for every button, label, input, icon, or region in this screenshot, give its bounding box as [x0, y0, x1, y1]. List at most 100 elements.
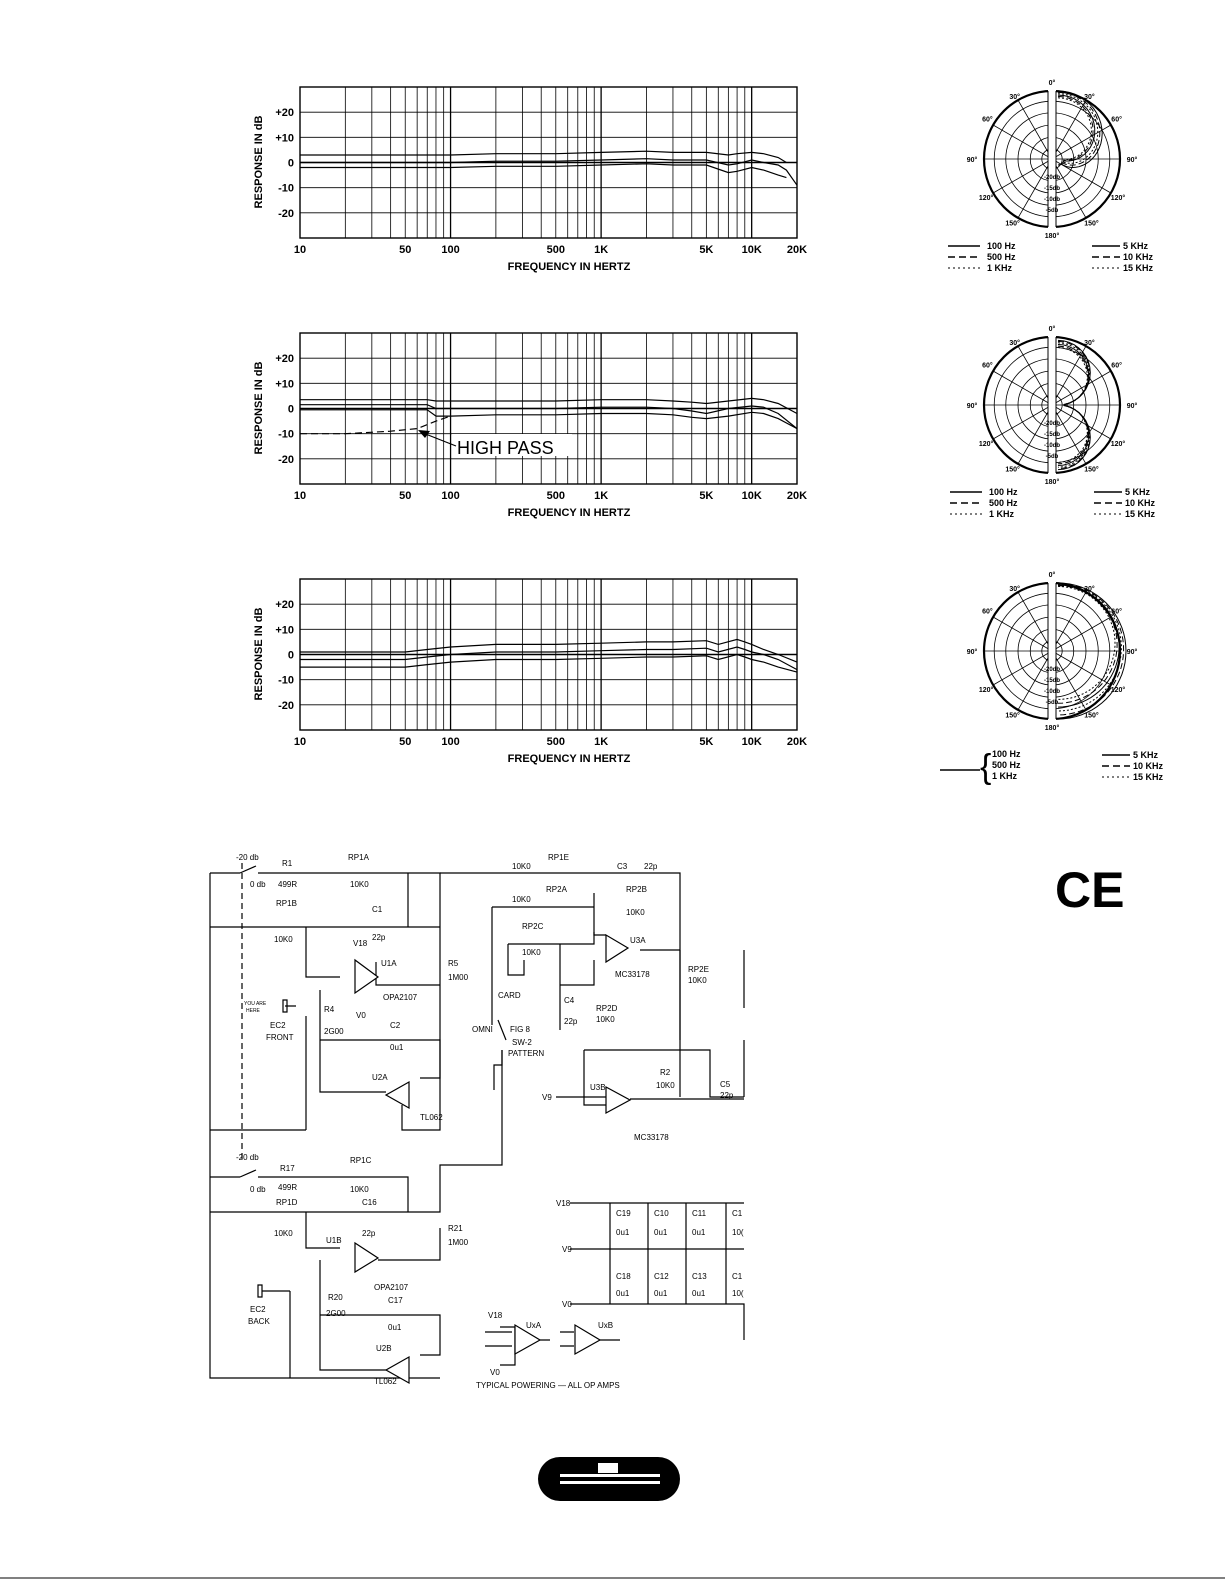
- polar-curve: [1057, 583, 1125, 716]
- x-tick-label: 10: [294, 490, 306, 502]
- legend-1khz: 1 KHz: [987, 263, 1013, 273]
- uxb-label: UxB: [598, 1321, 613, 1330]
- polar-spoke: [992, 370, 1053, 406]
- x-axis-label: FREQUENCY IN HERTZ: [508, 261, 631, 273]
- u1a-label: U1A: [381, 959, 397, 968]
- r21-value: 1M00: [448, 1238, 469, 1247]
- c19-label: C19: [616, 1209, 631, 1218]
- polar-angle-label: 30°: [1084, 585, 1095, 593]
- schematic-labels: -20 db 0 db R1 499R RP1A 10K0 RP1B 10K0 …: [236, 853, 744, 1390]
- polar-pattern-cardioid: 0°30°30°60°60°90°90°120°120°150°150°180°…: [967, 79, 1138, 240]
- polar-curve: [1057, 582, 1127, 720]
- rp2e-label: RP2E: [688, 965, 709, 974]
- high-pass-annotation: HIGH PASS: [457, 438, 554, 458]
- x-tick-label: 1K: [594, 736, 608, 748]
- y-tick-label: -20: [278, 454, 294, 466]
- polar-spoke: [1051, 124, 1112, 160]
- polar-spoke: [992, 404, 1053, 440]
- c18-value: 0u1: [616, 1289, 630, 1298]
- r17-value: 499R: [278, 1183, 297, 1192]
- polar-spoke: [1051, 370, 1112, 406]
- y-tick-label: -10: [278, 675, 294, 687]
- polar-spoke: [1017, 345, 1053, 406]
- card-label: CARD: [498, 991, 521, 1000]
- polar-ring-label: -20db: [1044, 421, 1060, 427]
- c2-label: C2: [390, 1021, 401, 1030]
- polar-ring-label: -15db: [1044, 186, 1060, 192]
- you-are-here-2: HERE: [246, 1008, 261, 1014]
- ec2-front-text: FRONT: [266, 1033, 294, 1042]
- legend-5khz: 5 KHz: [1123, 241, 1149, 251]
- polar-angle-label: 60°: [982, 362, 993, 370]
- logo-text: CAD: [598, 1489, 619, 1500]
- polar-spoke: [1051, 345, 1087, 406]
- chart-curves: [300, 638, 798, 673]
- polar-center-gap: [1048, 333, 1056, 477]
- response-curve-1: [300, 638, 798, 663]
- x-tick-label: 5K: [699, 490, 713, 502]
- polar-angle-label: 120°: [979, 194, 994, 202]
- polar-angle-label: 120°: [979, 686, 994, 694]
- rp2c-label: RP2C: [522, 922, 544, 931]
- r20-label: R20: [328, 1293, 343, 1302]
- v18-label: V18: [353, 939, 368, 948]
- x-tick-label: 10: [294, 736, 306, 748]
- legend-100hz: 100 Hz: [989, 487, 1018, 497]
- x-tick-label: 20K: [787, 736, 807, 748]
- c11-label: C11: [692, 1209, 707, 1218]
- typical-powering-note: TYPICAL POWERING — ALL OP AMPS: [476, 1381, 620, 1390]
- polar-legend-2: 100 Hz 500 Hz 1 KHz 5 KHz 10 KHz 15 KHz: [950, 487, 1156, 519]
- ec2-back-label: EC2: [250, 1305, 266, 1314]
- c16-value: 22p: [362, 1229, 376, 1238]
- ec2-front-label: EC2: [270, 1021, 286, 1030]
- rp1e-label: RP1E: [548, 853, 569, 862]
- y-tick-label: +10: [275, 132, 294, 144]
- polar-angle-label: 180°: [1045, 232, 1060, 240]
- c11-value: 0u1: [692, 1228, 706, 1237]
- rp2a-label: RP2A: [546, 885, 568, 894]
- chart-grid: [299, 332, 798, 485]
- polar-angle-label: 90°: [967, 402, 978, 410]
- polar-legend-1: 100 Hz 500 Hz 1 KHz 5 KHz 10 KHz 15 KHz: [948, 241, 1154, 273]
- c5-label: C5: [720, 1080, 731, 1089]
- c18-label: C18: [616, 1272, 631, 1281]
- c10-label: C10: [654, 1209, 669, 1218]
- polar-spoke: [1017, 158, 1053, 219]
- polar-angle-label: 60°: [1111, 608, 1122, 616]
- polar-spoke: [1051, 404, 1112, 440]
- c1x-bot-label: C1: [732, 1272, 743, 1281]
- y-tick-label: 0: [288, 158, 294, 170]
- polar-ring-label: -20db: [1044, 667, 1060, 673]
- rp2d-value: 10K0: [596, 1015, 615, 1024]
- legend-10khz: 10 KHz: [1133, 761, 1164, 771]
- sw2-label: SW-2: [512, 1038, 532, 1047]
- polar-angle-label: 30°: [1084, 93, 1095, 101]
- polar-spoke: [1017, 404, 1053, 465]
- c3-value: 22p: [644, 862, 658, 871]
- polar-spoke: [1017, 650, 1053, 711]
- polar-ring-label: -5db: [1046, 700, 1059, 706]
- rp1c-label: RP1C: [350, 1156, 372, 1165]
- polar-ring-label: -20db: [1044, 175, 1060, 181]
- legend-500hz: 500 Hz: [989, 498, 1018, 508]
- c1x-top-value: 10(: [732, 1228, 744, 1237]
- u2b-label: U2B: [376, 1344, 392, 1353]
- arrow-head-icon: [418, 430, 430, 438]
- polar-angle-label: 150°: [1005, 220, 1020, 228]
- x-tick-label: 500: [547, 736, 565, 748]
- you-are-here-1: YOU ARE: [244, 1001, 267, 1007]
- sw1-label-top: -20 db: [236, 853, 259, 862]
- cad-logo: CAD: [538, 1457, 680, 1501]
- c10-value: 0u1: [654, 1228, 668, 1237]
- response-curve-1: [300, 150, 787, 164]
- polar-ring-label: -15db: [1044, 432, 1060, 438]
- omni-label: OMNI: [472, 1025, 493, 1034]
- rp2b-value: 10K0: [626, 908, 645, 917]
- r5-label: R5: [448, 959, 459, 968]
- polar-ring-label: -10db: [1044, 689, 1060, 695]
- r2-label: R2: [660, 1068, 671, 1077]
- x-tick-label: 50: [399, 244, 411, 256]
- y-tick-label: -20: [278, 208, 294, 220]
